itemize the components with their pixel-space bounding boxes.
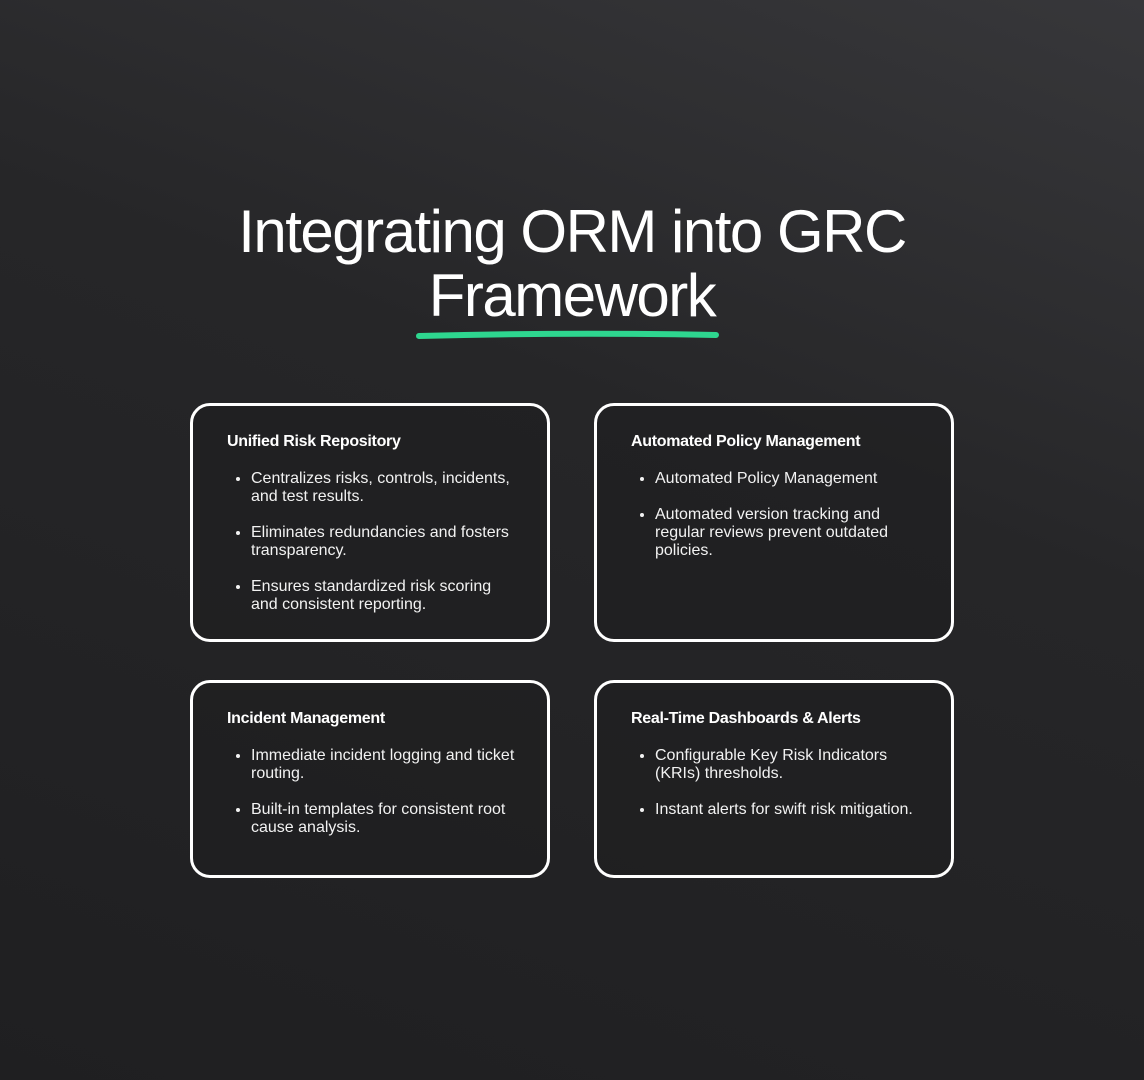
title-underline-highlight xyxy=(416,330,719,339)
list-item: Ensures standardized risk scoring and co… xyxy=(251,578,517,614)
card-heading: Incident Management xyxy=(227,710,385,727)
list-item: Instant alerts for swift risk mitigation… xyxy=(655,801,921,819)
card-heading: Automated Policy Management xyxy=(631,433,861,450)
card-real-time-dashboards-alerts: Real-Time Dashboards & Alerts Configurab… xyxy=(594,680,954,878)
card-unified-risk-repository: Unified Risk Repository Centralizes risk… xyxy=(190,403,550,642)
list-item: Automated version tracking and regular r… xyxy=(655,506,921,560)
card-heading: Unified Risk Repository xyxy=(227,433,401,450)
list-item: Immediate incident logging and ticket ro… xyxy=(251,747,517,783)
list-item: Eliminates redundancies and fosters tran… xyxy=(251,524,517,560)
page-title: Integrating ORM into GRC Framework xyxy=(0,200,1144,328)
card-heading: Real-Time Dashboards & Alerts xyxy=(631,710,861,727)
list-item: Automated Policy Management xyxy=(655,470,921,488)
list-item: Configurable Key Risk Indicators (KRIs) … xyxy=(655,747,921,783)
list-item: Centralizes risks, controls, incidents, … xyxy=(251,470,517,506)
card-incident-management: Incident Management Immediate incident l… xyxy=(190,680,550,878)
title-line-1: Integrating ORM into GRC xyxy=(238,198,907,265)
card-automated-policy-management: Automated Policy Management Automated Po… xyxy=(594,403,954,642)
list-item: Built-in templates for consistent root c… xyxy=(251,801,517,837)
title-line-2: Framework xyxy=(428,262,717,329)
